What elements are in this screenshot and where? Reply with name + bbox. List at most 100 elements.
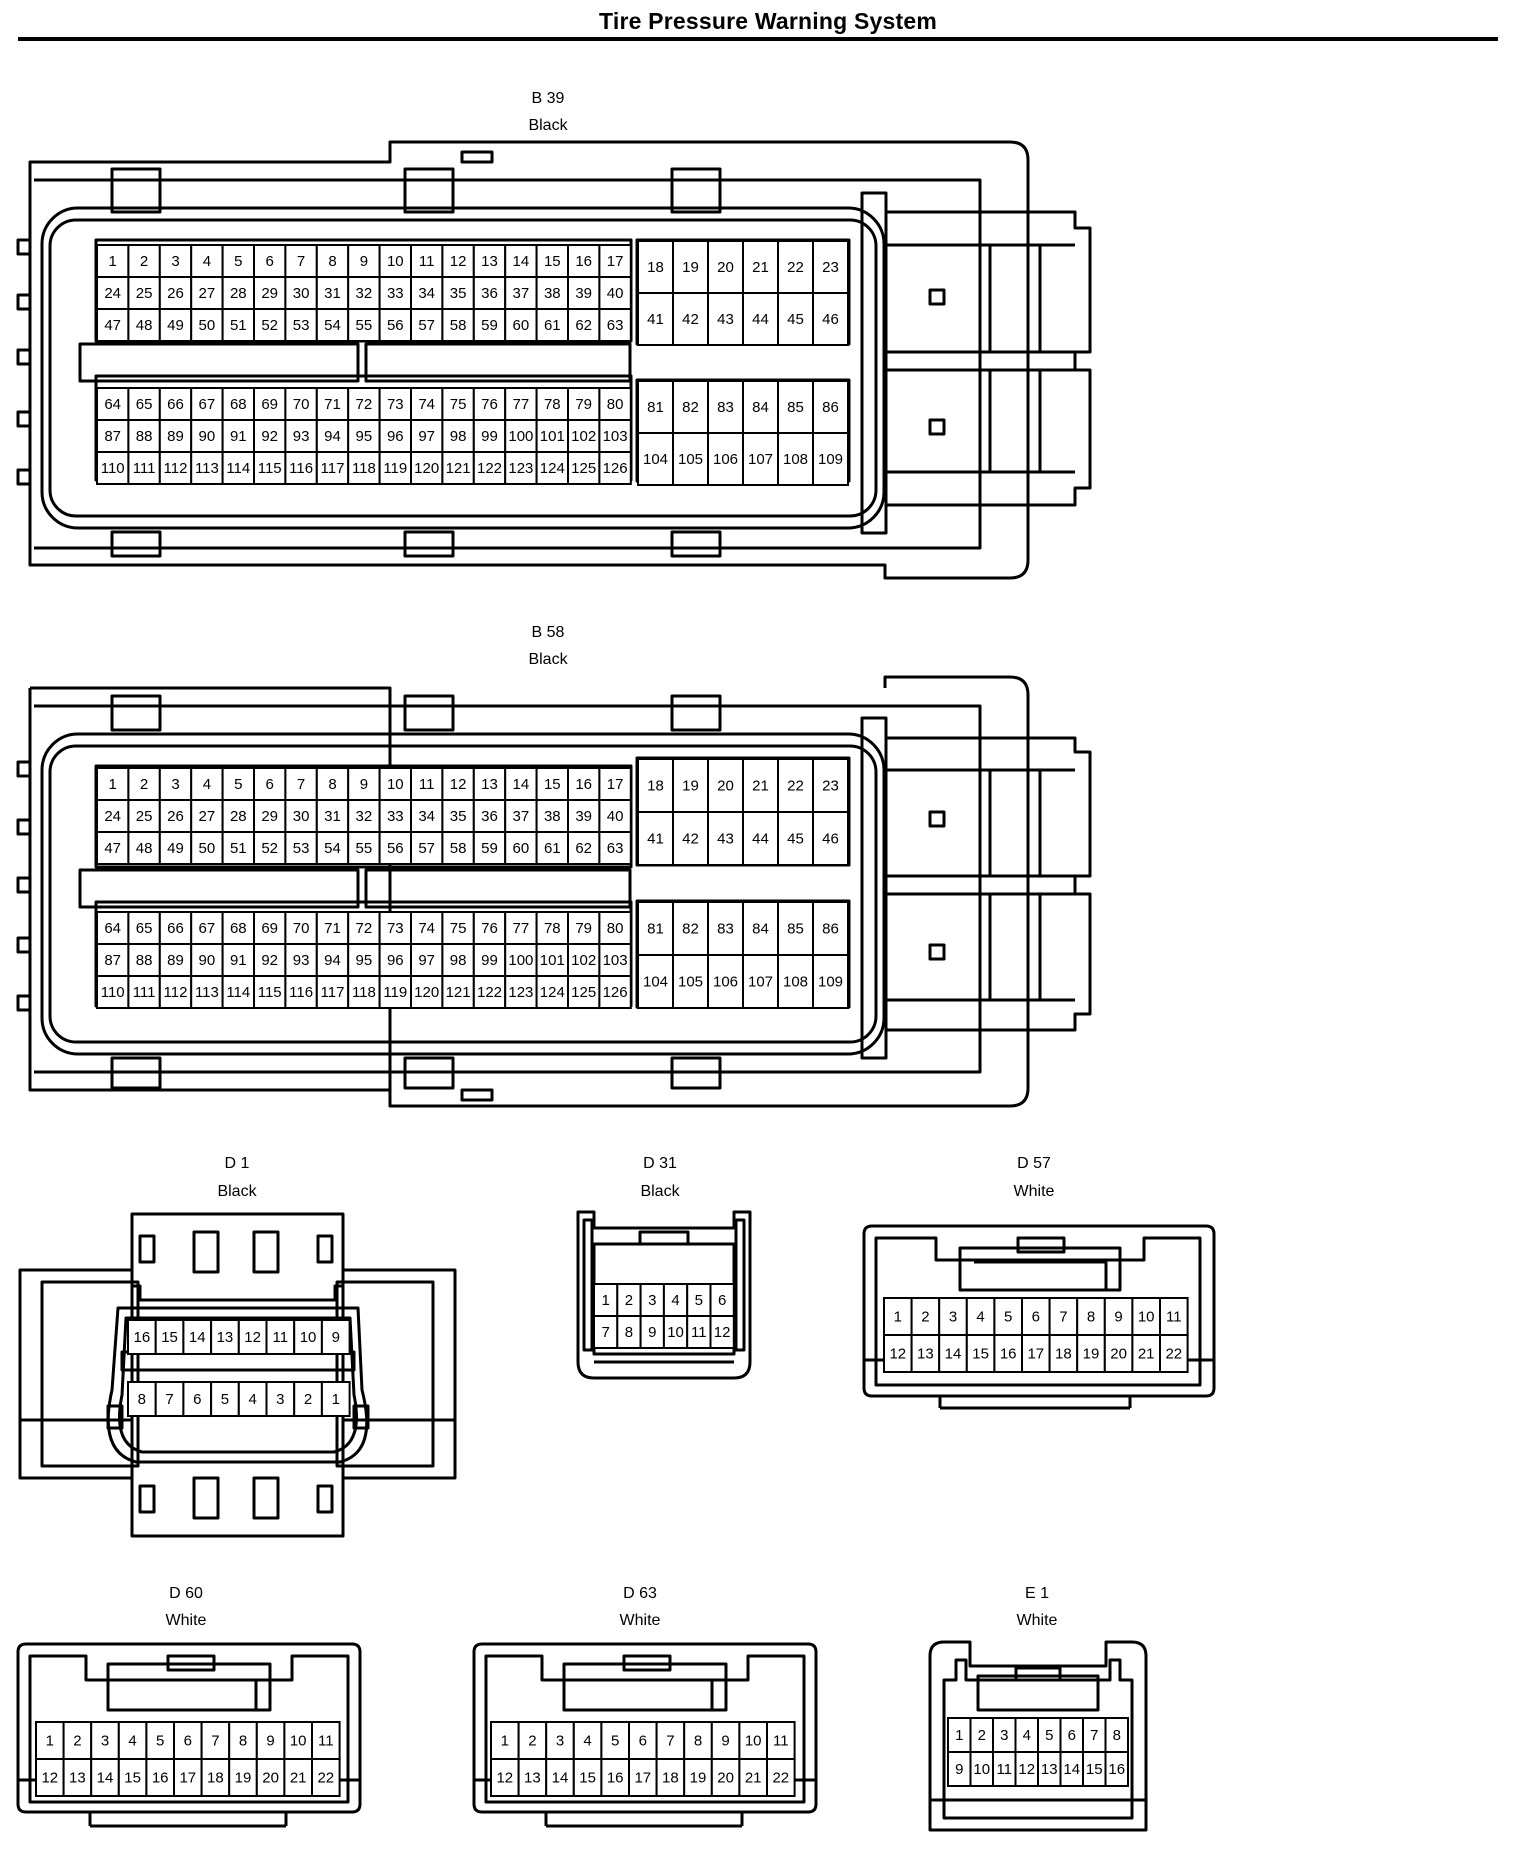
b58-block-d-pin-cell [707,901,744,956]
d31-pin-label: 2 [625,1292,633,1309]
d1-lower-pin-cell [265,1381,296,1417]
b39-block-a-pin-label: 14 [513,253,530,270]
d1-lower-pin-label: 5 [221,1391,229,1408]
b58-block-c-pin-label: 124 [540,984,565,1001]
b58-block-a-pin-label: 50 [199,840,216,857]
d1-upper-pin-label: 14 [189,1329,206,1346]
b39-block-c-pin-label: 74 [418,396,435,413]
b39-block-d-pin-label: 85 [787,399,804,416]
d31-pin-label: 9 [648,1324,656,1341]
d60-pin-label: 12 [41,1770,58,1787]
d57-pin-cell [1021,1297,1051,1336]
b39-block-c-pin-cell [190,419,224,453]
b58-block-a-pin-cell [127,831,161,865]
d60-pin-label: 9 [266,1733,274,1750]
b39-block-c-pin-label: 75 [450,396,467,413]
b39-block-c-pin-label: 92 [261,428,278,445]
b58-block-a-pin-label: 5 [234,776,242,793]
d60-pin-label: 15 [124,1770,141,1787]
b39-block-c-pin-cell [315,451,350,485]
b39-block-b-pin-label: 44 [752,311,769,328]
b58-block-c-pin-cell [504,943,538,977]
b58-block-c-pin-label: 73 [387,920,404,937]
d57-pin-label: 21 [1138,1346,1155,1363]
d60-pin-cell [283,1758,313,1797]
b39-block-c-pin-cell [127,387,161,421]
b39-block-a-pin-cell [567,308,601,342]
b58-block-d-pin-cell [672,901,709,956]
b39-block-d-pin-cell [672,432,709,486]
b58-block-c-pin-label: 88 [136,952,153,969]
b39-block-c-pin-label: 70 [293,396,310,413]
b58-block-a-pin-label: 2 [140,776,148,793]
b39-block-d-pin-label: 82 [682,399,699,416]
d1-lower-pin-label: 3 [276,1391,284,1408]
e1-pin-label: 10 [973,1761,990,1778]
b58-block-c-pin-cell [598,943,632,977]
d63-pin-label: 22 [772,1770,789,1787]
b39-block-d-pin-cell [812,432,849,486]
b39-block-c-pin-cell [504,419,538,453]
b58-block-c-pin-label: 77 [513,920,530,937]
b58-block-c-pin-label: 122 [477,984,502,1001]
b58-block-c-pin-label: 121 [446,984,471,1001]
b58-block-c-pin-label: 65 [136,920,153,937]
b58-block-c-pin-label: 79 [575,920,592,937]
b39-block-c-pin-label: 113 [195,460,219,477]
b39-block-b-pin-cell [707,292,744,346]
b39-block-b-pin-cell [742,240,779,294]
b39-block-a-pin-label: 48 [136,317,153,334]
b39-block-a-pin-label: 10 [387,253,404,270]
d63-pin-cell [738,1758,769,1797]
d57-pin-label: 6 [1032,1309,1040,1326]
b39-block-a-pin-label: 30 [293,285,310,302]
b58-block-a-pin-label: 17 [607,776,624,793]
b39-block-a-pin-cell [410,308,444,342]
connector-color-d57: White [1013,1183,1055,1200]
b58-block-a-pin-label: 4 [203,776,211,793]
b58-block-a-pin-cell [567,799,601,833]
b39-block-c-pin-label: 78 [544,396,561,413]
b58-block-a-pin-label: 36 [481,808,498,825]
b39-block-c-pin-label: 77 [513,396,530,413]
b58-block-c-pin-label: 69 [261,920,278,937]
b58-block-d-pin-label: 82 [682,921,699,938]
b58-block-c-pin-cell [158,975,193,1009]
d57-pin-label: 20 [1110,1346,1127,1363]
b39-block-c-pin-cell [598,387,632,421]
b39-block-a-pin-label: 36 [481,285,498,302]
b58-block-a-pin-label: 47 [104,840,121,857]
b58-block-a-pin-label: 63 [607,840,624,857]
d60-pin-cell [145,1758,175,1797]
b58-block-c-pin-label: 66 [167,920,184,937]
b39-block-a-pin-cell [190,276,224,310]
b39-block-c-pin-cell [535,419,569,453]
d60-pin-label: 3 [101,1733,109,1750]
d57-pin-label: 22 [1165,1346,1182,1363]
d1-lower-pin-cell [210,1381,240,1417]
d1-lower-pin-label: 4 [248,1391,256,1408]
b58-block-a-pin-cell [472,831,507,865]
b39-block-a-pin-label: 4 [203,253,211,270]
d1-lower-pin-cell [127,1381,157,1417]
b58-block-d-pin-label: 109 [818,974,843,991]
b58-block-a-pin-label: 39 [575,808,592,825]
d60-pin-label: 7 [211,1733,219,1750]
b58-block-a-pin-label: 57 [418,840,435,857]
b39-block-c-pin-cell [567,387,601,421]
b39-block-c-pin-cell [472,451,507,485]
d57-pin-cell [883,1297,913,1336]
b39-block-a-pin-cell [504,276,538,310]
b39-block-c-pin-cell [472,387,507,421]
d57-pin-label: 2 [921,1309,929,1326]
connector-color-d31: Black [640,1183,680,1200]
b39-block-d-pin-label: 81 [647,399,664,416]
b39-block-c-pin-label: 102 [571,428,596,445]
b58-block-c-pin-cell [127,975,161,1009]
b39-block-a-pin-label: 31 [324,285,341,302]
